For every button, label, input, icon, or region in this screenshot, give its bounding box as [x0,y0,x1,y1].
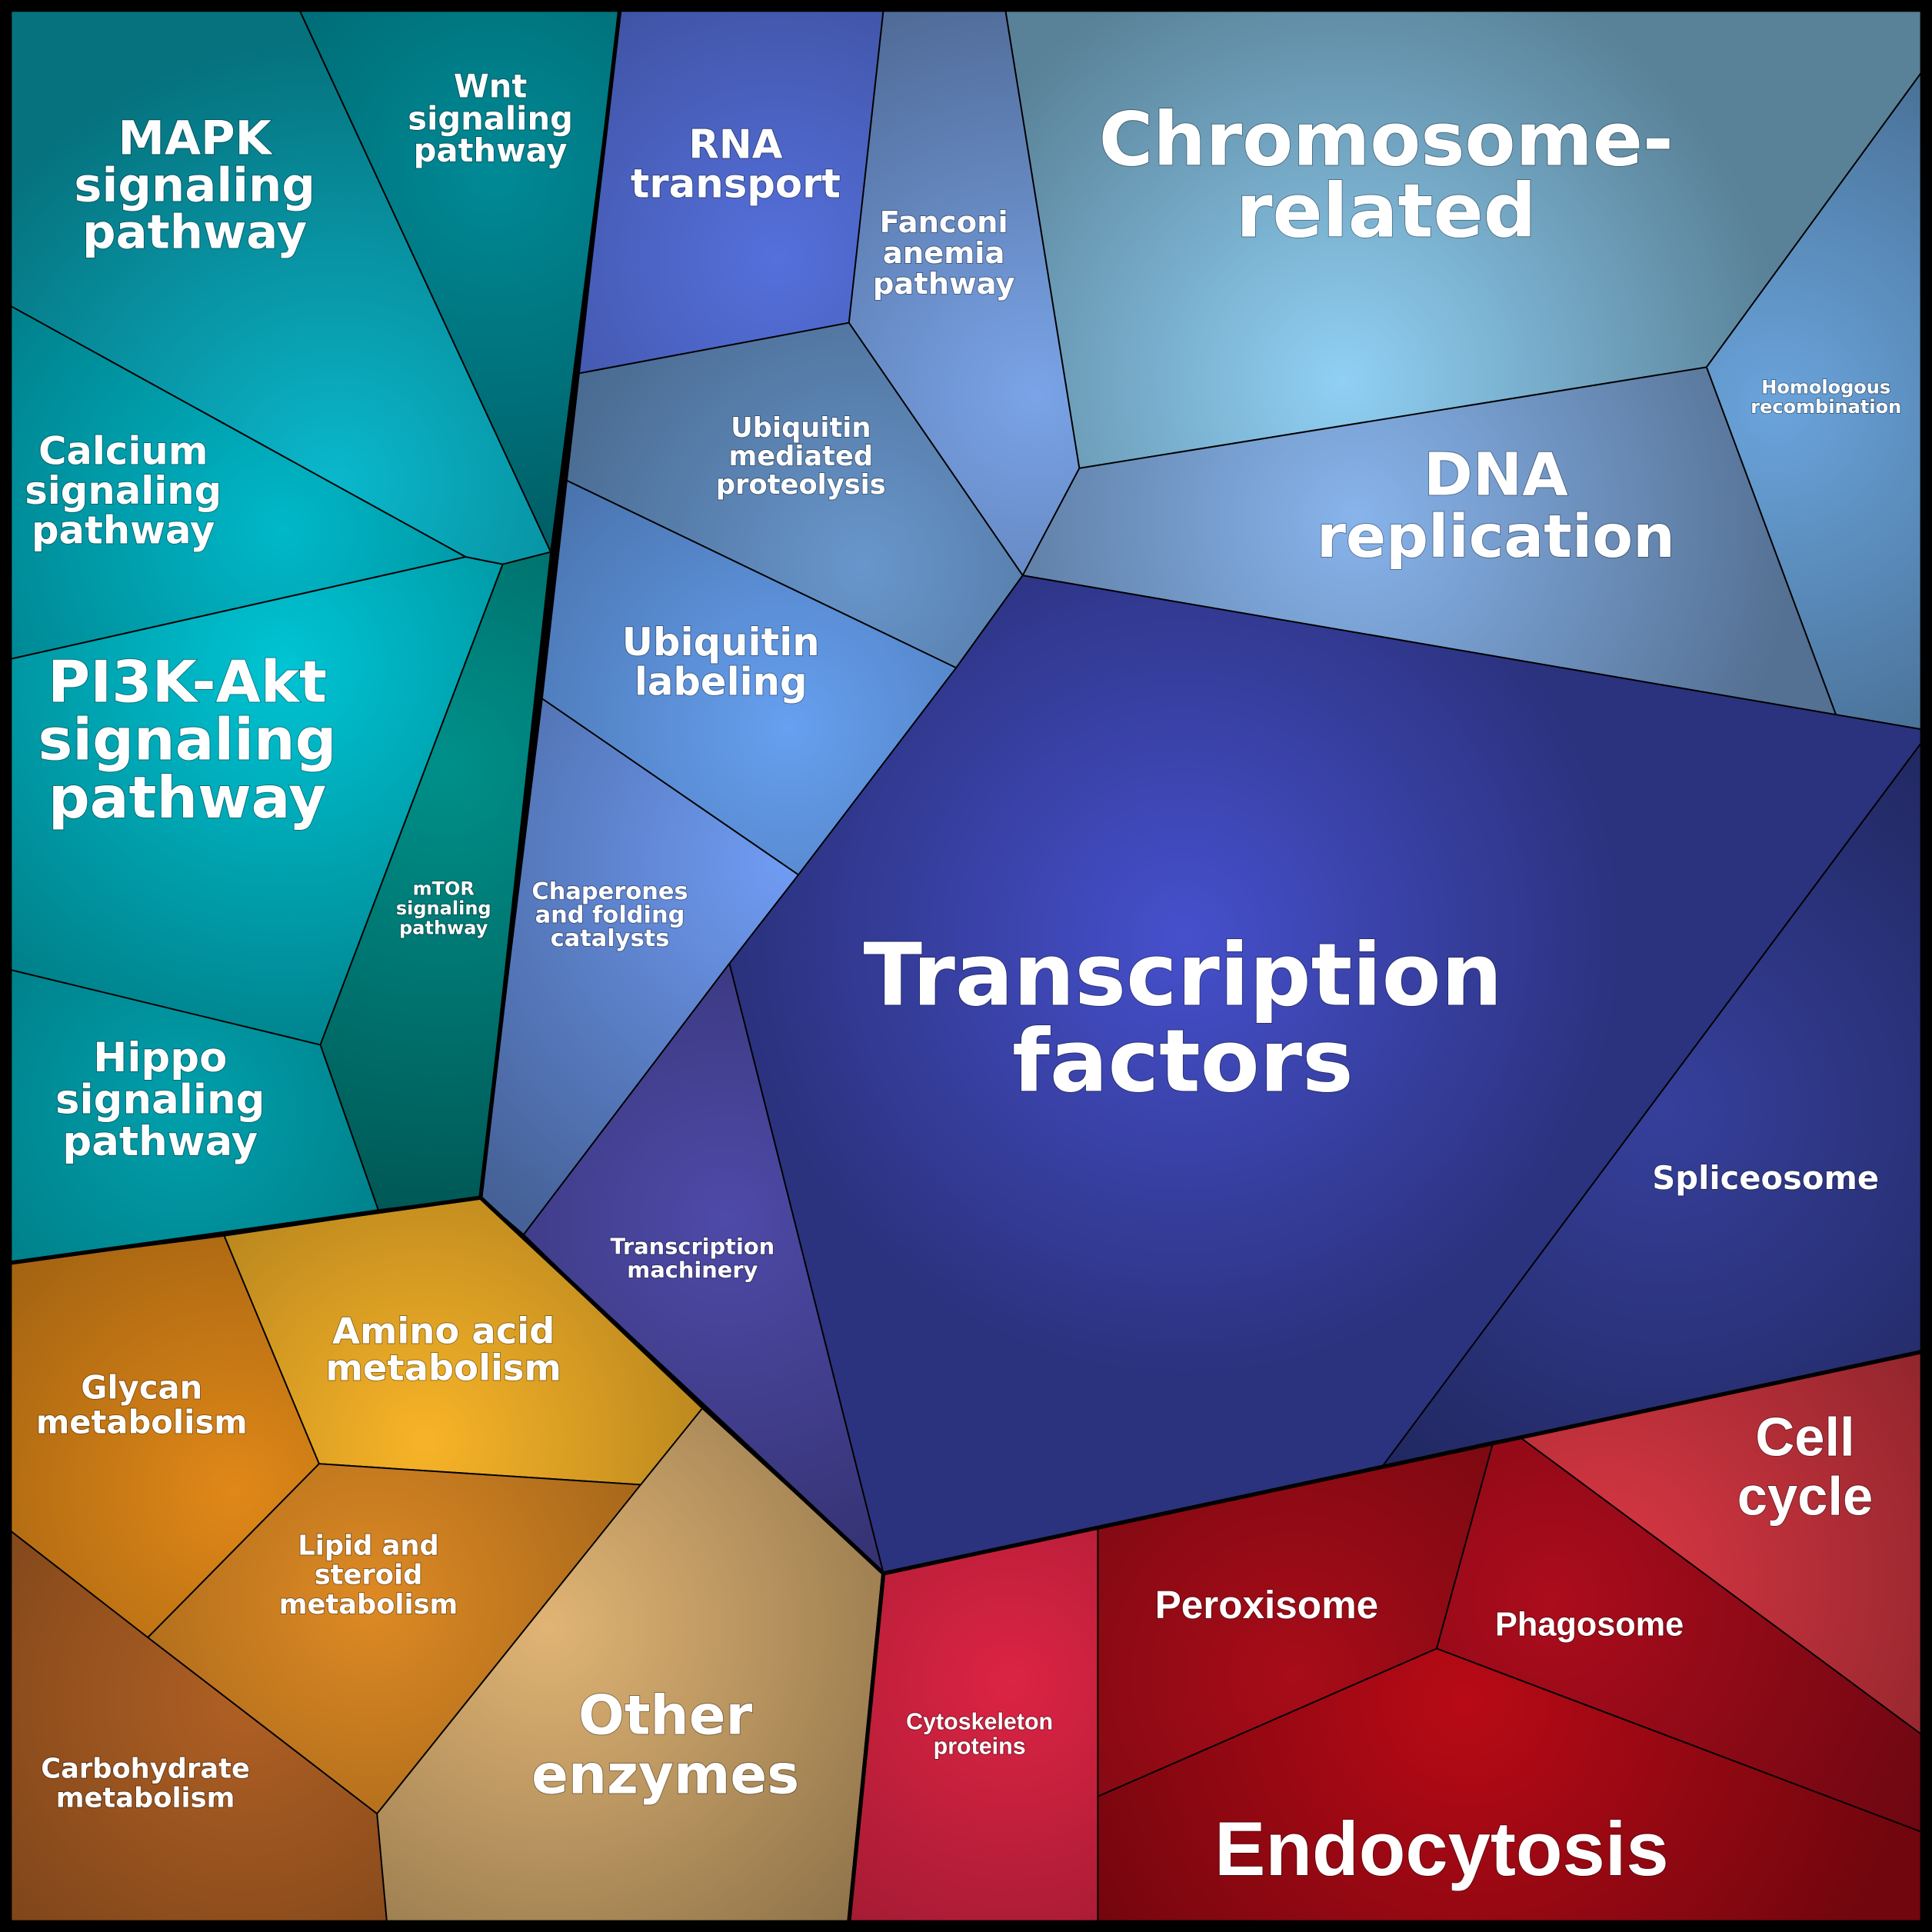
cell-label-line: Chaperones [531,878,688,905]
cell-label-line: Endocytosis [1214,1807,1669,1892]
cell-label-line: pathway [32,508,215,552]
cell-label-line: Fanconi [880,205,1008,240]
cell-label-line: metabolism [56,1783,235,1814]
cell-label-line: Wnt [454,68,527,105]
cell-label-peroxisome: Peroxisome [1155,1583,1379,1627]
cell-label-line: Ubiquitin [731,412,871,444]
cell-label-line: labeling [635,659,808,704]
cell-label-line: Hippo [93,1034,227,1081]
cell-label-line: DNA [1424,441,1568,510]
cell-label-chromosome: Chromosome-related [1099,97,1674,255]
cell-label-line: recombination [1750,396,1901,418]
cell-label-line: factors [1012,1012,1354,1112]
cell-label-line: pathway [399,918,488,939]
cell-label-line: Lipid and [298,1530,438,1561]
cell-label-line: cycle [1737,1466,1873,1527]
cell-label-phagosome: Phagosome [1495,1607,1684,1644]
cell-label-line: metabolism [279,1589,458,1621]
cell-label-line: signaling [25,468,222,513]
cell-label-line: transport [631,162,841,208]
cell-label-line: Carbohydrate [41,1753,250,1784]
cell-label-line: pathway [414,132,568,169]
cell-label-line: Other [578,1684,753,1747]
cell-label-line: Transcription [863,925,1502,1025]
cell-label-line: pathway [48,764,326,831]
cell-label-line: Transcription [611,1234,775,1260]
cell-label-line: Spliceosome [1652,1159,1879,1197]
cell-label-line: mTOR [413,878,475,899]
cell-label-line: MAPK [118,112,272,166]
cell-label-line: Phagosome [1495,1607,1684,1644]
cell-label-line: related [1236,168,1536,255]
cell-label-line: Cytoskeleton [906,1709,1053,1735]
cell-label-line: proteins [934,1734,1026,1760]
cell-label-line: machinery [627,1257,758,1283]
cell-label-line: catalysts [551,925,670,952]
cell-label-line: PI3K-Akt [48,648,327,715]
cell-label-line: proteolysis [716,469,886,501]
cell-label-line: mediated [728,441,873,472]
cell-label-line: metabolism [326,1347,561,1389]
cell-label-line: Homologous [1761,376,1890,398]
cell-label-line: Peroxisome [1155,1583,1379,1627]
cell-label-line: replication [1317,503,1675,571]
cell-label-line: Amino acid [332,1310,555,1351]
cell-label-line: Ubiquitin [622,620,820,665]
cell-label-line: pathway [873,267,1015,301]
cell-label-line: steroid [315,1560,423,1591]
cell-label-line: pathway [82,205,307,259]
cell-label-endocytosis: Endocytosis [1214,1807,1669,1892]
cell-label-line: Chromosome- [1099,97,1674,183]
cell-label-line: Cell [1755,1407,1854,1467]
cell-label-line: Glycan [81,1368,202,1406]
cell-label-line: metabolism [36,1403,248,1441]
cell-label-line: anemia [883,236,1005,271]
cell-label-line: pathway [62,1118,258,1165]
cell-label-line: signaling [396,898,491,919]
cell-label-line: RNA [688,122,782,168]
cell-label-line: signaling [74,158,315,213]
cell-label-line: signaling [408,99,573,137]
cell-label-line: and folding [535,901,685,928]
cell-label-line: signaling [55,1077,265,1124]
cell-label-spliceosome: Spliceosome [1652,1159,1879,1197]
cell-label-line: Calcium [38,429,208,474]
cell-label-line: enzymes [531,1744,799,1807]
cell-label-line: signaling [38,706,337,774]
